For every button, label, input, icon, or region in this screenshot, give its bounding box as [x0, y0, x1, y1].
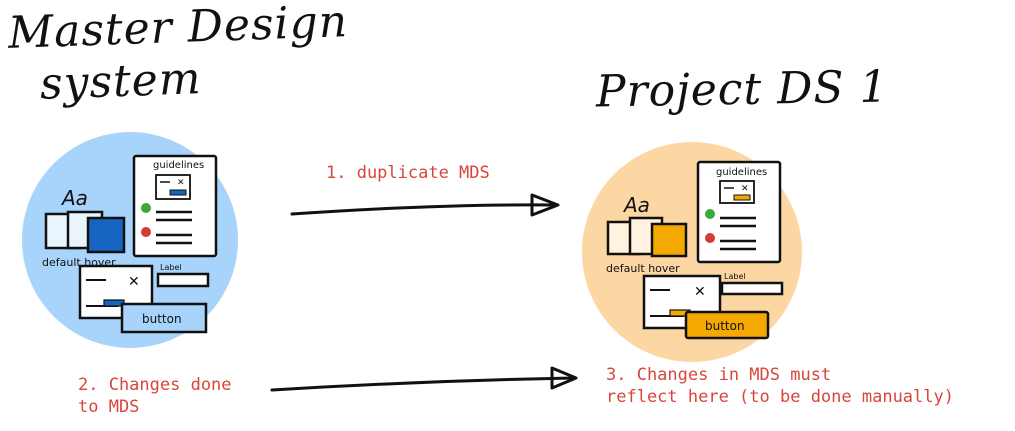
project-button-label: button [705, 319, 745, 333]
project-field-input [720, 281, 784, 296]
master-guidelines-label: guidelines [153, 160, 204, 171]
arrow-changes [270, 366, 578, 392]
master-state-squares [44, 210, 126, 254]
master-button [120, 302, 208, 334]
note-changes-must-reflect: 3. Changes in MDS must reflect here (to … [606, 365, 954, 407]
dialog-close-icon: ✕ [128, 274, 140, 290]
project-guidelines-label: guidelines [716, 167, 767, 178]
note-duplicate-mds: 1. duplicate MDS [326, 163, 490, 183]
project-type-sample: Aa [622, 193, 650, 217]
project-guidelines-doc: guidelines ✕ [696, 160, 782, 264]
project-cluster: guidelines ✕ Aa default hover Label [582, 142, 802, 362]
project-red-dot-icon [705, 233, 715, 243]
project-state-squares [606, 216, 688, 258]
project-states-label: default hover [606, 262, 680, 275]
project-dialog-close-icon: ✕ [694, 284, 706, 300]
green-dot-icon [141, 203, 151, 213]
project-mini-close-icon: ✕ [741, 184, 749, 194]
master-cluster: guidelines ✕ Aa default hover Label [22, 132, 238, 348]
master-field-input [156, 272, 210, 288]
master-field-label: Label [160, 263, 182, 272]
note-changes-done-to-mds: 2. Changes done to MDS [78, 375, 232, 417]
red-dot-icon [141, 227, 151, 237]
mini-close-icon: ✕ [177, 178, 185, 188]
master-type-sample: Aa [60, 186, 88, 210]
master-button-label: button [142, 312, 182, 326]
project-field-label: Label [724, 272, 746, 281]
project-green-dot-icon [705, 209, 715, 219]
master-guidelines-doc: guidelines ✕ [132, 154, 218, 258]
project-button [684, 310, 770, 340]
arrow-duplicate [290, 193, 560, 217]
